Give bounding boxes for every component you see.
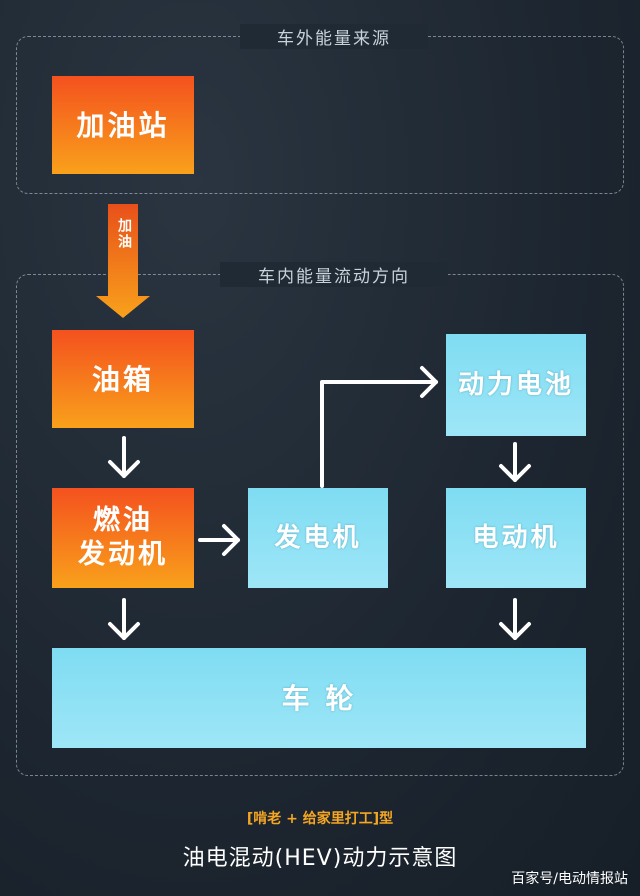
- arrow-generator-to-battery: [320, 366, 438, 488]
- watermark: 百家号/电动情报站: [511, 871, 628, 887]
- caption-title: 油电混动(HEV)动力示意图: [182, 846, 458, 871]
- arrow-battery-to-motor: [499, 442, 531, 482]
- node-motor: 电动机: [446, 488, 586, 588]
- node-wheels: 车 轮: [52, 648, 586, 748]
- node-fuel-tank: 油箱: [52, 330, 194, 428]
- node-generator: 发电机: [248, 488, 388, 588]
- refuel-arrow: [96, 204, 150, 318]
- arrow-motor-to-wheels: [499, 598, 531, 640]
- external-energy-title: 车外能量来源: [240, 24, 428, 49]
- node-fuel-engine: 燃油 发动机: [52, 488, 194, 588]
- node-battery: 动力电池: [446, 334, 586, 436]
- arrow-tank-to-engine: [108, 436, 140, 478]
- arrow-engine-to-generator: [198, 524, 240, 556]
- node-gas-station: 加油站: [52, 76, 194, 174]
- caption-subtitle: [啃老 + 给家里打工]型: [246, 811, 394, 827]
- internal-energy-title: 车内能量流动方向: [220, 262, 448, 287]
- arrow-engine-to-wheels: [108, 598, 140, 640]
- refuel-label: 加油: [116, 218, 132, 250]
